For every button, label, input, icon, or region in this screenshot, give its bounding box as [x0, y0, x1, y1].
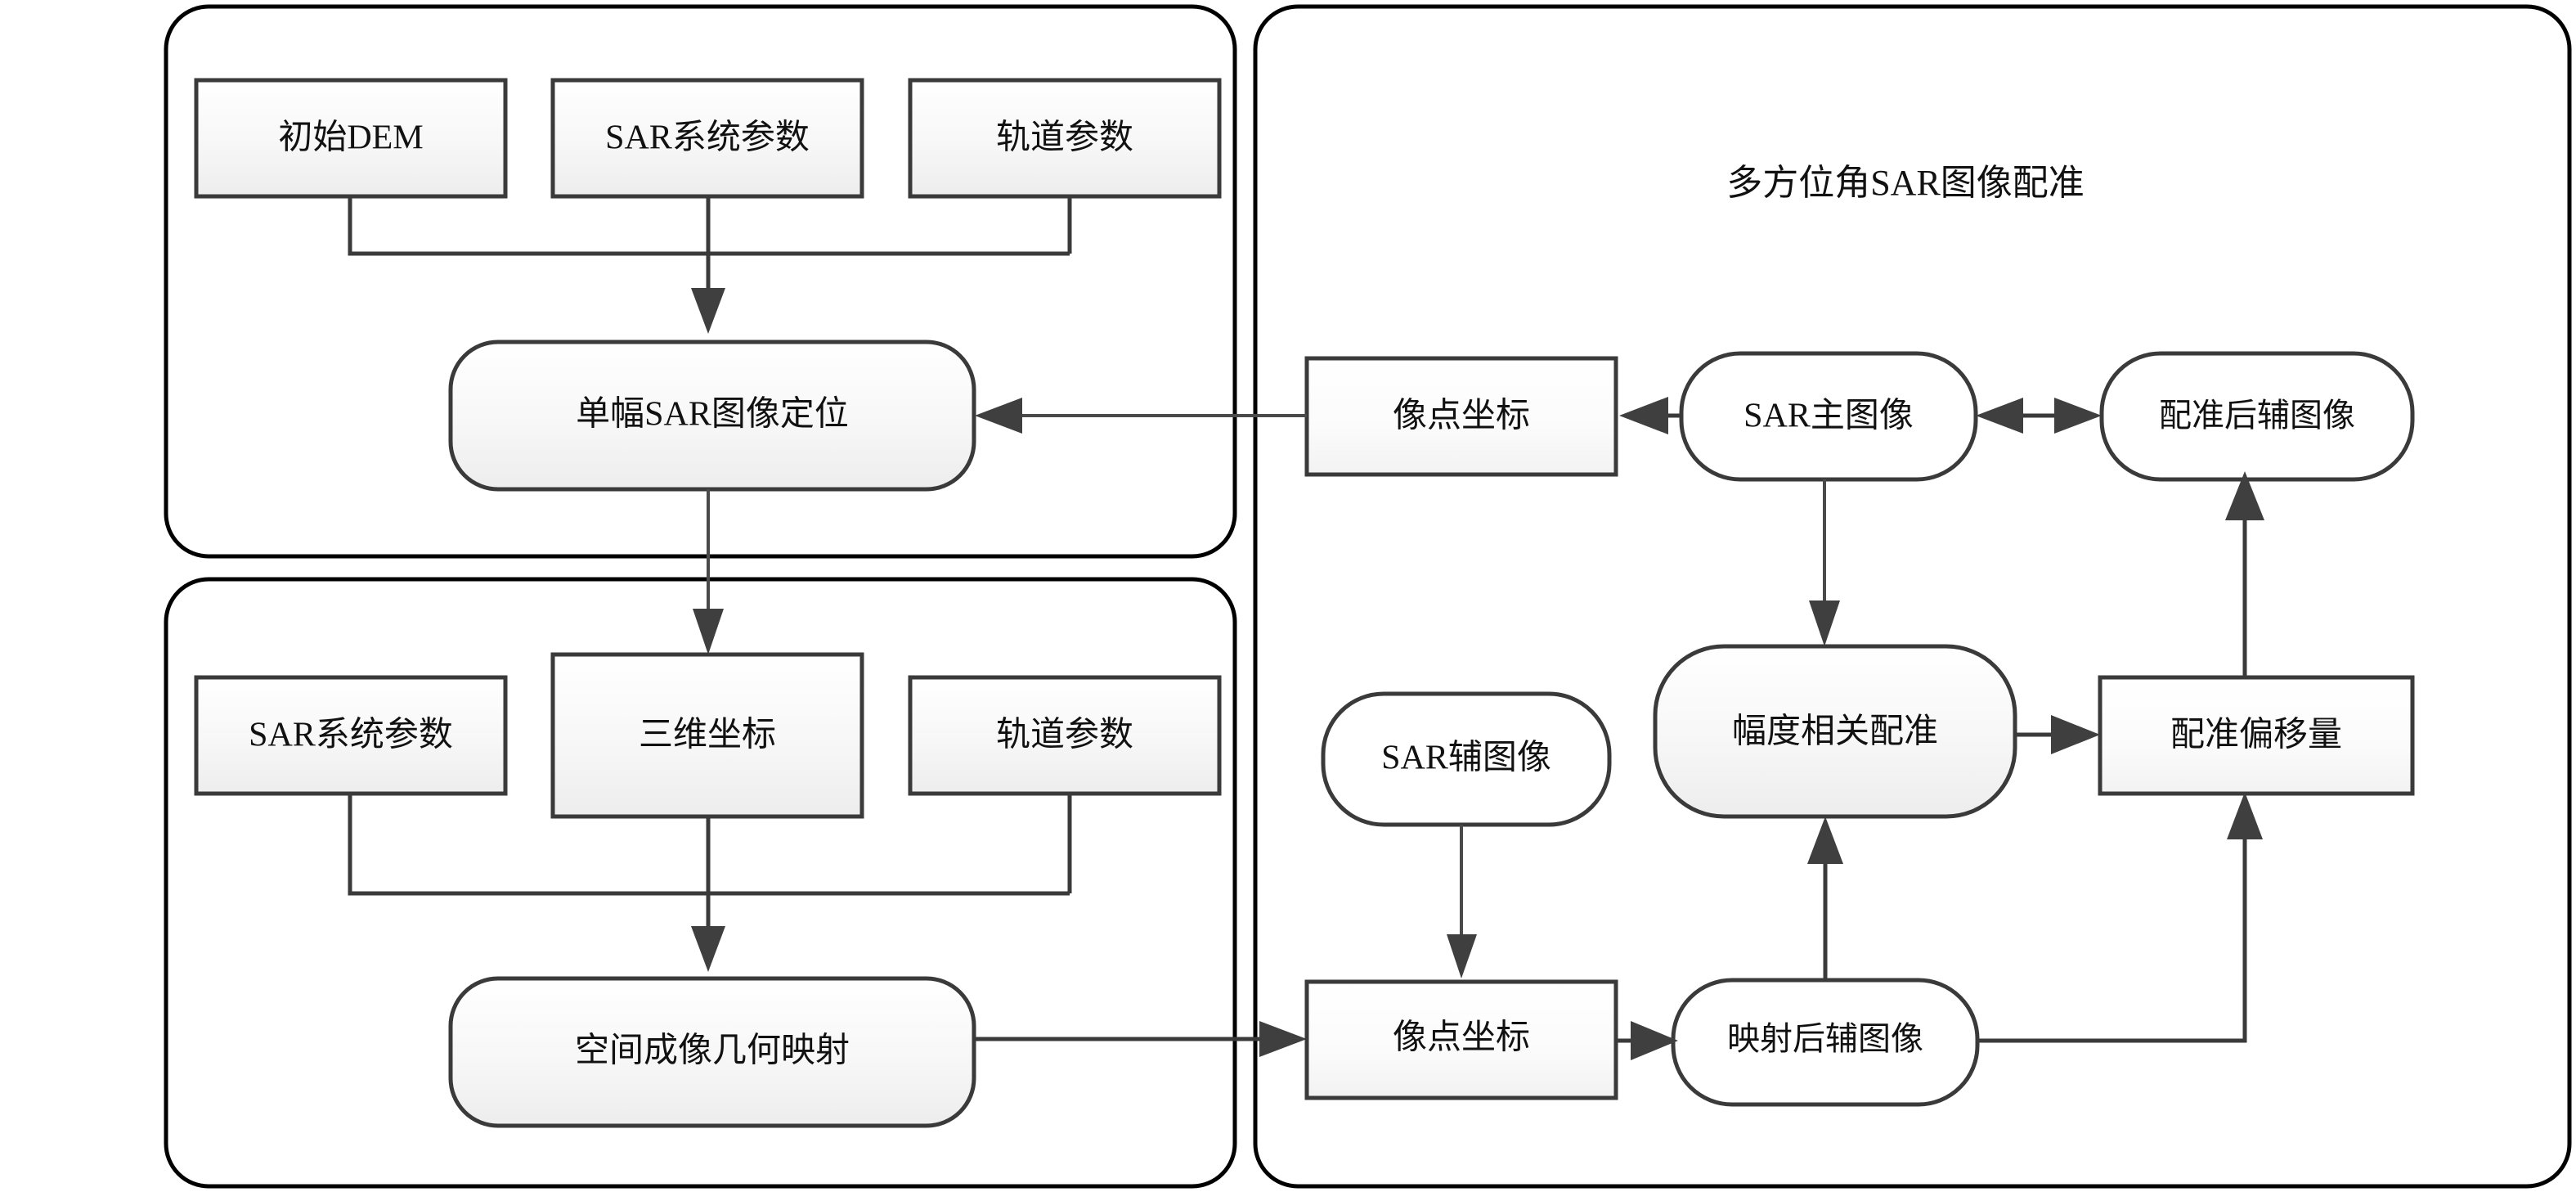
node-mapped-slave-image-label: 映射后辅图像	[1727, 1020, 1923, 1057]
node-sar-system-params-top[interactable]	[550, 78, 864, 199]
arrowhead-to-amplitude	[1809, 600, 1840, 646]
node-amplitude-correlation-registration-label: 幅度相关配准	[1732, 713, 1938, 751]
node-image-point-coords-top-label: 像点坐标	[1393, 398, 1530, 435]
node-spatial-imaging-geometric-mapping-label: 空间成像几何映射	[575, 1032, 850, 1070]
arrowhead-to-geoloc-left	[975, 398, 1022, 434]
panel-right	[1253, 4, 2572, 1189]
node-3d-coordinates[interactable]	[550, 652, 864, 819]
arrowhead-imgpoint-bottom-to-mapped	[1631, 1021, 1678, 1060]
node-spatial-imaging-geometric-mapping[interactable]	[448, 976, 976, 1128]
arrowhead-link-left	[1976, 398, 2023, 434]
node-orbit-params-bottom[interactable]	[908, 675, 1222, 796]
arrowhead-to-3dcoords	[693, 609, 724, 654]
arrowhead-to-imgpoint-bottom	[1259, 1021, 1307, 1057]
node-registered-slave-image[interactable]	[2099, 351, 2415, 482]
node-image-point-coords-bottom[interactable]	[1304, 979, 1618, 1100]
arrowhead-slave-to-imgpoint-bottom	[1447, 934, 1477, 978]
node-sar-system-params-bottom[interactable]	[194, 675, 508, 796]
arrowhead-to-mapping	[691, 926, 725, 972]
arrowhead-to-geoloc	[691, 288, 725, 334]
node-sar-system-params-bottom-label: SAR系统参数	[249, 716, 453, 754]
arrowhead-mapped-to-offset	[2227, 792, 2263, 839]
node-orbit-params-top[interactable]	[908, 78, 1222, 199]
node-registered-slave-image-label: 配准后辅图像	[2159, 397, 2355, 434]
node-orbit-params-bottom-label: 轨道参数	[996, 716, 1133, 754]
edge-mapped-to-offset	[1977, 826, 2247, 1043]
node-registration-offset[interactable]	[2098, 675, 2415, 796]
arrowhead-mapped-to-amplitude	[1807, 816, 1843, 864]
node-sar-master-image-label: SAR主图像	[1744, 398, 1914, 435]
node-image-point-coords-top[interactable]	[1304, 356, 1618, 477]
panel-bottom-left	[164, 577, 1237, 1189]
node-sar-slave-image[interactable]	[1321, 691, 1612, 827]
panel-top-left	[164, 4, 1237, 559]
node-sar-slave-image-label: SAR辅图像	[1381, 740, 1551, 777]
node-single-sar-image-geolocation-label: 单幅SAR图像定位	[576, 395, 849, 434]
edge-sarparams-bottom-to-bus	[348, 794, 1070, 896]
arrowhead-link-right	[2054, 398, 2102, 434]
panel-right-title: 多方位角SAR图像配准	[1726, 163, 2085, 203]
node-initial-dem-label: 初始DEM	[278, 119, 423, 157]
node-initial-dem[interactable]	[194, 78, 508, 199]
node-amplitude-correlation-registration[interactable]	[1653, 644, 2017, 819]
arrowhead-master-to-imgpoint-top	[1619, 397, 1668, 434]
node-image-point-coords-bottom-label: 像点坐标	[1393, 1019, 1530, 1057]
node-single-sar-image-geolocation[interactable]	[448, 340, 976, 492]
node-orbit-params-top-label: 轨道参数	[996, 119, 1133, 157]
arrowhead-amplitude-to-offset	[2051, 715, 2100, 754]
arrowhead-offset-to-registered	[2225, 471, 2264, 520]
edge-dem-to-bus	[348, 196, 1070, 256]
node-3d-coordinates-label: 三维坐标	[639, 717, 776, 754]
node-sar-system-params-top-label: SAR系统参数	[605, 119, 810, 157]
node-registration-offset-label: 配准偏移量	[2170, 717, 2342, 754]
